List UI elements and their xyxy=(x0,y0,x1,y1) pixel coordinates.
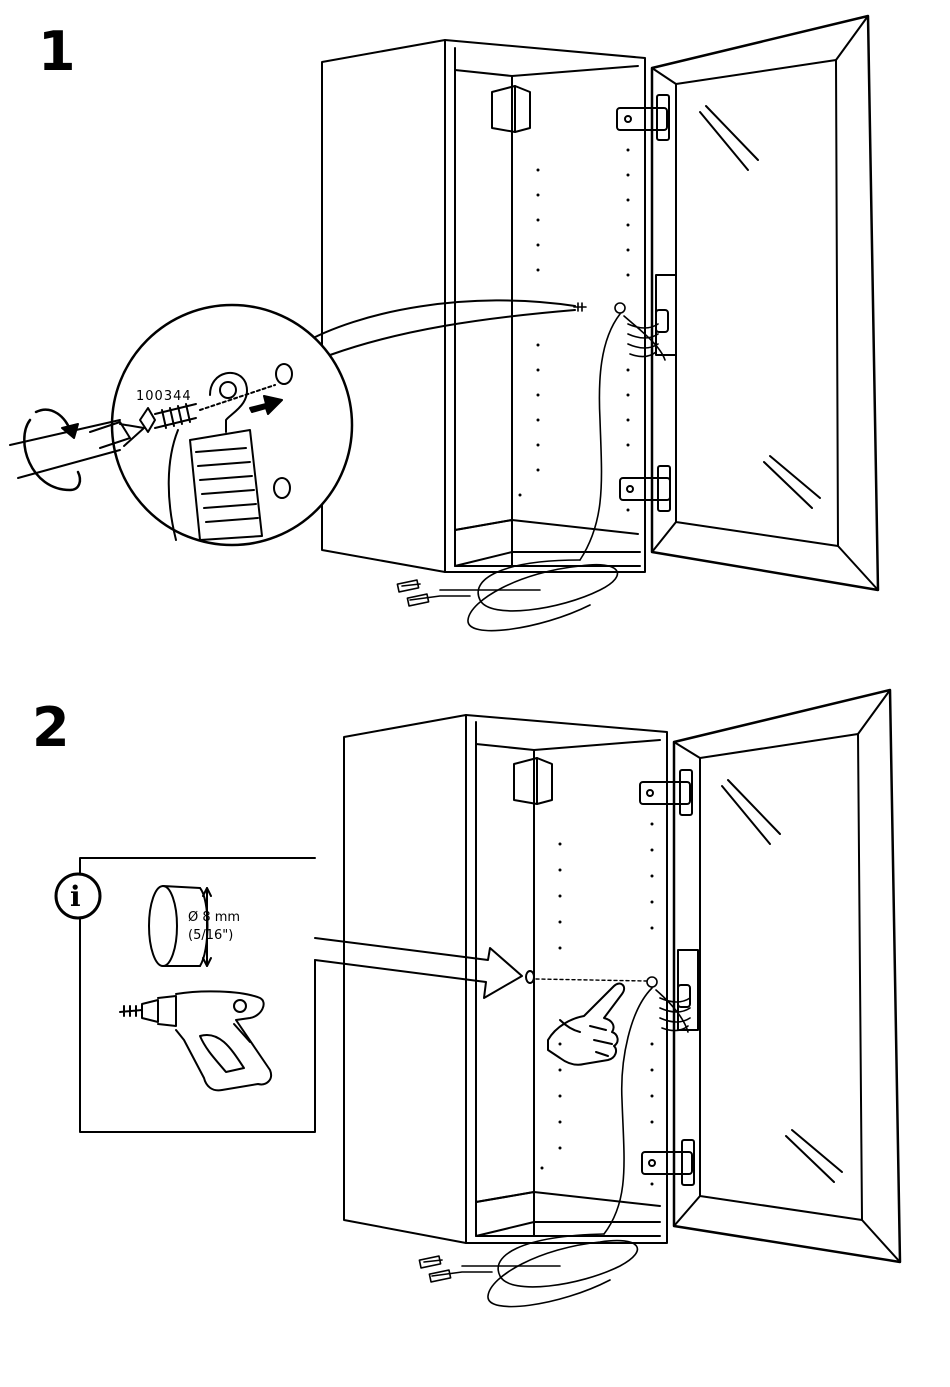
pointing-hand-icon xyxy=(548,984,624,1065)
step-1-cabinet xyxy=(322,40,645,572)
step-2: 2 i Ø 8 mm (5/16") xyxy=(32,690,900,1307)
rotation-arrow-icon xyxy=(24,410,80,490)
part-number-label: 100344 xyxy=(136,389,192,404)
step-1: 1 xyxy=(10,16,878,631)
step-2-number: 2 xyxy=(32,696,70,759)
drill-diameter-inch-label: (5/16") xyxy=(188,928,233,943)
step-1-number: 1 xyxy=(38,20,76,83)
drill-diameter-label: Ø 8 mm xyxy=(188,910,240,925)
step-1-cable xyxy=(397,303,665,631)
step-2-pointer-arrow xyxy=(315,938,522,998)
info-symbol: i xyxy=(70,880,81,913)
drill-bit-diameter-figure xyxy=(149,886,211,966)
step-2-glass-door xyxy=(674,690,900,1262)
step-2-info-box: i Ø 8 mm (5/16") xyxy=(56,858,315,1132)
step-1-hinge-top xyxy=(617,95,669,140)
step-2-cable xyxy=(419,977,690,1307)
shelf-pin-holes xyxy=(519,149,630,512)
step-1-glass-door xyxy=(652,16,878,590)
drill-icon xyxy=(120,991,271,1090)
drill-hole-mark xyxy=(526,971,646,983)
step-1-detail-callout: 100344 xyxy=(10,300,575,545)
